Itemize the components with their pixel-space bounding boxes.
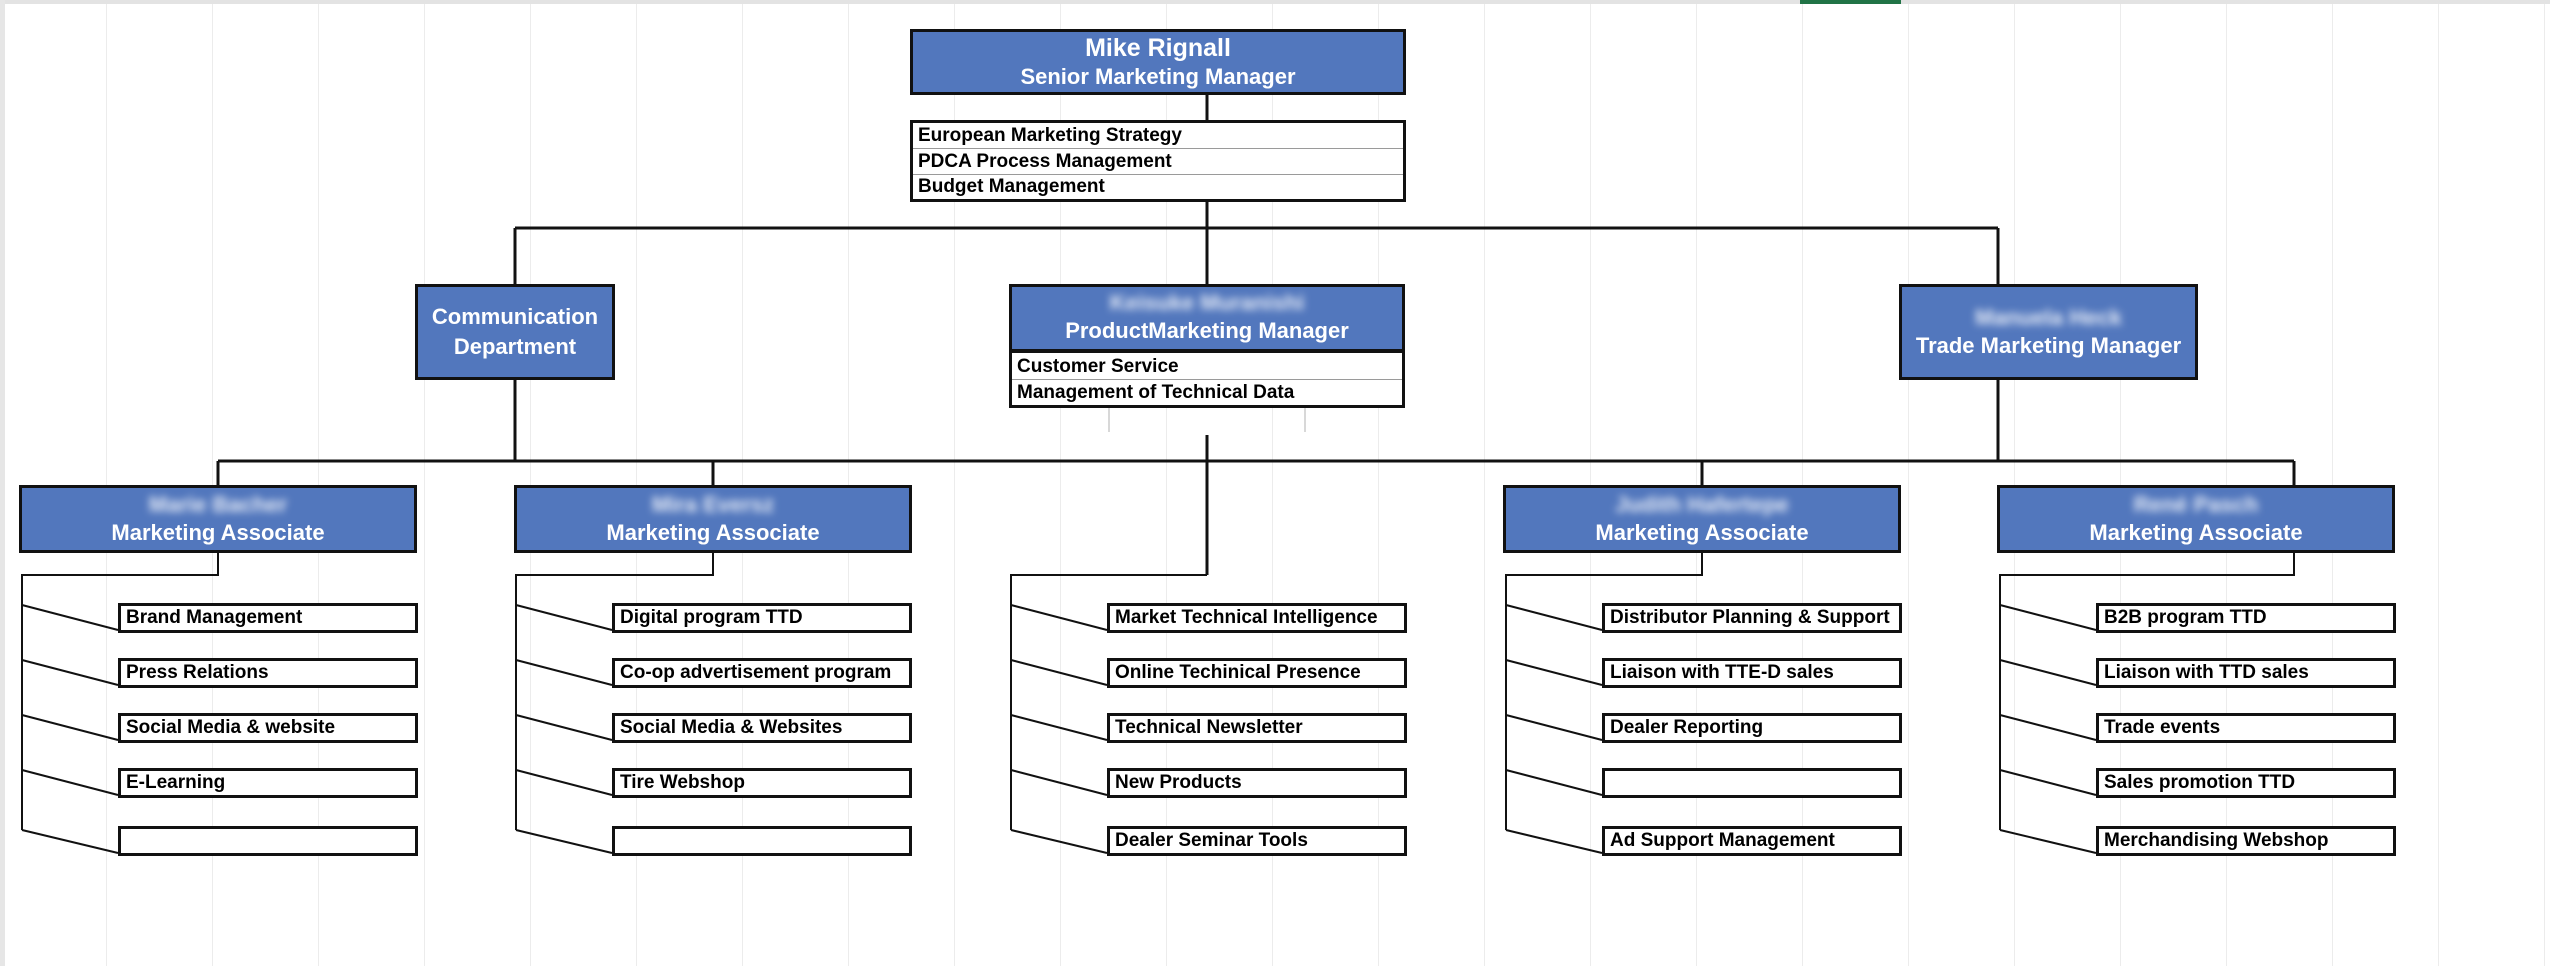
associate-name: Mira Eversz bbox=[651, 492, 775, 517]
task-box[interactable]: Social Media & website bbox=[118, 713, 418, 743]
responsibility-item: Customer Service bbox=[1012, 353, 1402, 380]
associate-name: Marie Bacher bbox=[148, 492, 288, 517]
product-manager-title: ProductMarketing Manager bbox=[1065, 318, 1349, 343]
trade-marketing-manager-box[interactable]: Manuela Heck Trade Marketing Manager bbox=[1899, 284, 2198, 380]
top-manager-title: Senior Marketing Manager bbox=[1020, 64, 1296, 89]
associate-box[interactable]: Judith Hafertepe Marketing Associate bbox=[1503, 485, 1901, 553]
task-box[interactable]: Dealer Reporting bbox=[1602, 713, 1902, 743]
selected-column-indicator bbox=[1800, 0, 1901, 4]
task-box[interactable]: Press Relations bbox=[118, 658, 418, 688]
task-box[interactable]: B2B program TTD bbox=[2096, 603, 2396, 633]
product-marketing-manager-box[interactable]: Keisuke Muranishi ProductMarketing Manag… bbox=[1009, 284, 1405, 352]
task-box[interactable]: Dealer Seminar Tools bbox=[1107, 826, 1407, 856]
task-box[interactable]: Distributor Planning & Support bbox=[1602, 603, 1902, 633]
task-box[interactable]: Technical Newsletter bbox=[1107, 713, 1407, 743]
associate-title: Marketing Associate bbox=[1595, 520, 1809, 545]
task-box[interactable]: Brand Management bbox=[118, 603, 418, 633]
product-manager-responsibilities: Customer Service Management of Technical… bbox=[1009, 350, 1405, 408]
task-box[interactable]: Tire Webshop bbox=[612, 768, 912, 798]
associate-name: René Pasch bbox=[2133, 492, 2259, 517]
task-box[interactable]: Market Technical Intelligence bbox=[1107, 603, 1407, 633]
associate-box[interactable]: Mira Eversz Marketing Associate bbox=[514, 485, 912, 553]
associate-title: Marketing Associate bbox=[111, 520, 325, 545]
responsibility-item: PDCA Process Management bbox=[913, 149, 1403, 175]
task-box[interactable]: Online Techinical Presence bbox=[1107, 658, 1407, 688]
associate-name: Judith Hafertepe bbox=[1615, 492, 1789, 517]
top-manager-name: Mike Rignall bbox=[1085, 34, 1231, 62]
task-box[interactable]: Social Media & Websites bbox=[612, 713, 912, 743]
top-responsibilities: European Marketing Strategy PDCA Process… bbox=[910, 120, 1406, 202]
task-box[interactable]: Sales promotion TTD bbox=[2096, 768, 2396, 798]
task-box[interactable]: Liaison with TTE-D sales bbox=[1602, 658, 1902, 688]
task-box[interactable]: Co-op advertisement program bbox=[612, 658, 912, 688]
task-box[interactable] bbox=[118, 826, 418, 856]
trade-manager-name: Manuela Heck bbox=[1975, 305, 2122, 330]
associate-box[interactable]: René Pasch Marketing Associate bbox=[1997, 485, 2395, 553]
top-manager-box[interactable]: Mike Rignall Senior Marketing Manager bbox=[910, 29, 1406, 95]
task-box[interactable]: Digital program TTD bbox=[612, 603, 912, 633]
responsibility-item: European Marketing Strategy bbox=[913, 123, 1403, 149]
responsibility-item: Management of Technical Data bbox=[1017, 382, 1295, 403]
responsibility-item: Budget Management bbox=[918, 176, 1105, 197]
communication-department-box[interactable]: Communication Department bbox=[415, 284, 615, 380]
associate-title: Marketing Associate bbox=[2089, 520, 2303, 545]
task-box[interactable]: New Products bbox=[1107, 768, 1407, 798]
task-box[interactable]: E-Learning bbox=[118, 768, 418, 798]
task-box[interactable]: Trade events bbox=[2096, 713, 2396, 743]
associate-box[interactable]: Marie Bacher Marketing Associate bbox=[19, 485, 417, 553]
associate-title: Marketing Associate bbox=[606, 520, 820, 545]
communication-label-line1: Communication bbox=[431, 304, 599, 329]
task-box[interactable]: Ad Support Management bbox=[1602, 826, 1902, 856]
column-header-strip bbox=[0, 0, 2550, 4]
row-header-strip bbox=[0, 0, 5, 966]
task-box[interactable] bbox=[1602, 768, 1902, 798]
task-box[interactable] bbox=[612, 826, 912, 856]
task-box[interactable]: Liaison with TTD sales bbox=[2096, 658, 2396, 688]
communication-label-line2: Department bbox=[453, 334, 577, 359]
trade-manager-title: Trade Marketing Manager bbox=[1915, 333, 2182, 358]
product-manager-name: Keisuke Muranishi bbox=[1109, 290, 1305, 315]
task-box[interactable]: Merchandising Webshop bbox=[2096, 826, 2396, 856]
